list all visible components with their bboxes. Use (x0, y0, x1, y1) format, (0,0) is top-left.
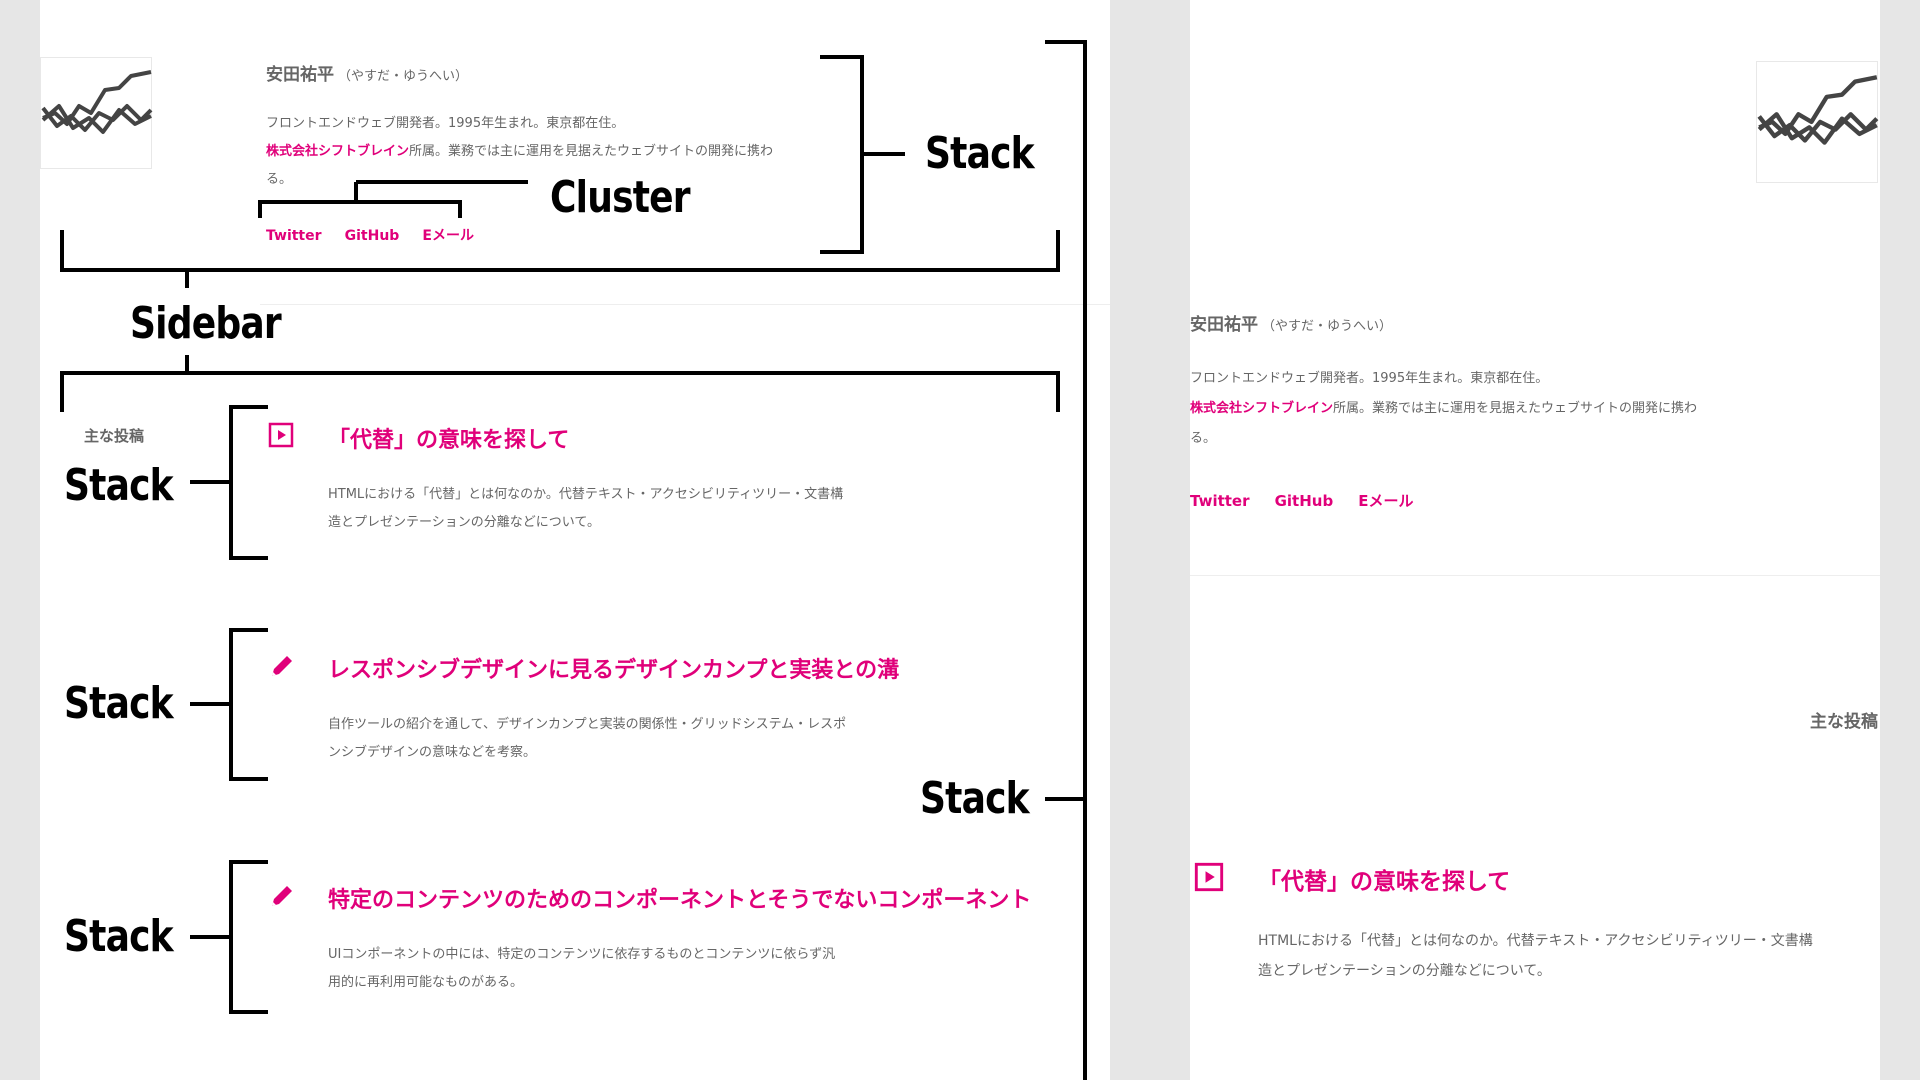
email-link[interactable]: Eメール (422, 228, 474, 244)
bracket-sidebar-bottom (60, 371, 1060, 412)
post-desc-3: UIコンポーネントの中には、特定のコンテンツに依存するものとコンテンツに依らず汎… (328, 941, 928, 997)
annotation-stack-post-3: Stack (64, 911, 174, 962)
bio-line-2-rest: 所属。業務では主に運用を見据えたウェブサイトの開発に携わ (409, 144, 774, 159)
bracket-stack-post-3 (229, 860, 268, 1014)
bracket-sidebar-top (60, 230, 1060, 272)
annotation-stack-outer: Stack (920, 773, 1030, 824)
bracket-stack-outer (1045, 40, 1087, 1080)
bracket-stack-post-1 (229, 405, 268, 560)
profile-name: 安田祐平 （やすだ・ゆうへい） (266, 60, 468, 85)
posts-heading: 主な投稿 (84, 427, 145, 445)
bio-line-2: 株式会社シフトブレイン所属。業務では主に運用を見据えたウェブサイトの開発に携わ (1190, 394, 1790, 424)
post-title-1[interactable]: 「代替」の意味を探して (1258, 869, 1511, 895)
post-desc-3-line-1: UIコンポーネントの中には、特定のコンテンツに依存するものとコンテンツに依らず汎 (328, 947, 836, 962)
avatar (1756, 61, 1879, 183)
post-title-2[interactable]: レスポンシブデザインに見るデザインカンプと実装との溝 (328, 658, 900, 683)
profile-name-main: 安田祐平 (266, 65, 334, 85)
annotation-stack-post-2: Stack (64, 678, 174, 729)
annotation-stack-post-1: Stack (64, 460, 174, 511)
bio-line-1: フロントエンドウェブ開発者。1995年生まれ。東京都在住。 (1190, 371, 1549, 386)
play-square-icon (1194, 862, 1224, 892)
post-desc-1: HTMLにおける「代替」とは何なのか。代替テキスト・アクセシビリティツリー・文書… (1258, 926, 1868, 986)
bracket-stack-profile (820, 55, 864, 254)
post-desc-1-line-1: HTMLにおける「代替」とは何なのか。代替テキスト・アクセシビリティツリー・文書… (328, 487, 844, 502)
post-desc-2-line-2: ンシブデザインの意味などを考察。 (328, 745, 537, 760)
twitter-link[interactable]: Twitter (1190, 492, 1250, 510)
line-chart-logo-icon (1757, 75, 1879, 145)
post-desc-1-line-1: HTMLにおける「代替」とは何なのか。代替テキスト・アクセシビリティツリー・文書… (1258, 933, 1813, 949)
posts-heading: 主な投稿 (1810, 712, 1878, 732)
pencil-icon (272, 886, 292, 906)
profile-name: 安田祐平 （やすだ・ゆうへい） (1190, 310, 1392, 335)
narrow-layout-panel: 安田祐平 （やすだ・ゆうへい） フロントエンドウェブ開発者。1995年生まれ。東京… (1190, 0, 1880, 1080)
company-link[interactable]: 株式会社シフトブレイン (1190, 401, 1334, 416)
post-desc-1-line-2: 造とプレゼンテーションの分離などについて。 (1258, 963, 1551, 979)
line-chart-logo-icon (41, 70, 153, 134)
profile-bio: フロントエンドウェブ開発者。1995年生まれ。東京都在住。 株式会社シフトブレイ… (1190, 364, 1790, 454)
bio-line-2-rest: 所属。業務では主に運用を見据えたウェブサイトの開発に携わ (1333, 401, 1698, 416)
annotation-cluster: Cluster (550, 172, 691, 223)
section-divider (260, 304, 1110, 305)
bio-line-3: る。 (1190, 431, 1217, 446)
bracket-stack-post-2 (229, 628, 268, 781)
avatar (40, 57, 153, 169)
annotation-stack-profile: Stack (925, 128, 1035, 179)
post-desc-2: 自作ツールの紹介を通して、デザインカンプと実装の関係性・グリッドシステム・レスポ… (328, 711, 928, 767)
post-desc-1: HTMLにおける「代替」とは何なのか。代替テキスト・アクセシビリティツリー・文書… (328, 481, 928, 537)
post-title-1[interactable]: 「代替」の意味を探して (328, 428, 570, 453)
company-link[interactable]: 株式会社シフトブレイン (266, 144, 410, 159)
annotated-layout-panel: 安田祐平 （やすだ・ゆうへい） フロントエンドウェブ開発者。1995年生まれ。東京… (40, 0, 1110, 1080)
post-title-3[interactable]: 特定のコンテンツのためのコンポーネントとそうでないコンポーネント (328, 888, 1032, 913)
profile-links-cluster: Twitter GitHub Eメール (1190, 490, 1414, 511)
pencil-icon (272, 656, 292, 676)
bracket-cluster (258, 200, 462, 218)
play-square-icon (268, 422, 294, 448)
post-desc-3-line-2: 用的に再利用可能なものがある。 (328, 975, 524, 990)
profile-links-cluster: Twitter GitHub Eメール (266, 225, 474, 245)
github-link[interactable]: GitHub (344, 228, 400, 244)
section-divider (1190, 575, 1880, 576)
bio-line-1: フロントエンドウェブ開発者。1995年生まれ。東京都在住。 (266, 116, 625, 131)
bio-line-3: る。 (266, 172, 293, 187)
email-link[interactable]: Eメール (1358, 492, 1414, 510)
bio-line-2: 株式会社シフトブレイン所属。業務では主に運用を見据えたウェブサイトの開発に携わ (266, 138, 846, 166)
profile-name-main: 安田祐平 (1190, 315, 1258, 335)
twitter-link[interactable]: Twitter (266, 228, 322, 244)
annotation-sidebar: Sidebar (130, 298, 282, 349)
profile-name-kana: （やすだ・ゆうへい） (1262, 319, 1393, 334)
profile-name-kana: （やすだ・ゆうへい） (338, 69, 469, 84)
github-link[interactable]: GitHub (1274, 492, 1334, 510)
post-desc-1-line-2: 造とプレゼンテーションの分離などについて。 (328, 515, 600, 530)
profile-bio: フロントエンドウェブ開発者。1995年生まれ。東京都在住。 株式会社シフトブレイ… (266, 110, 846, 194)
post-desc-2-line-1: 自作ツールの紹介を通して、デザインカンプと実装の関係性・グリッドシステム・レスポ (328, 717, 847, 732)
